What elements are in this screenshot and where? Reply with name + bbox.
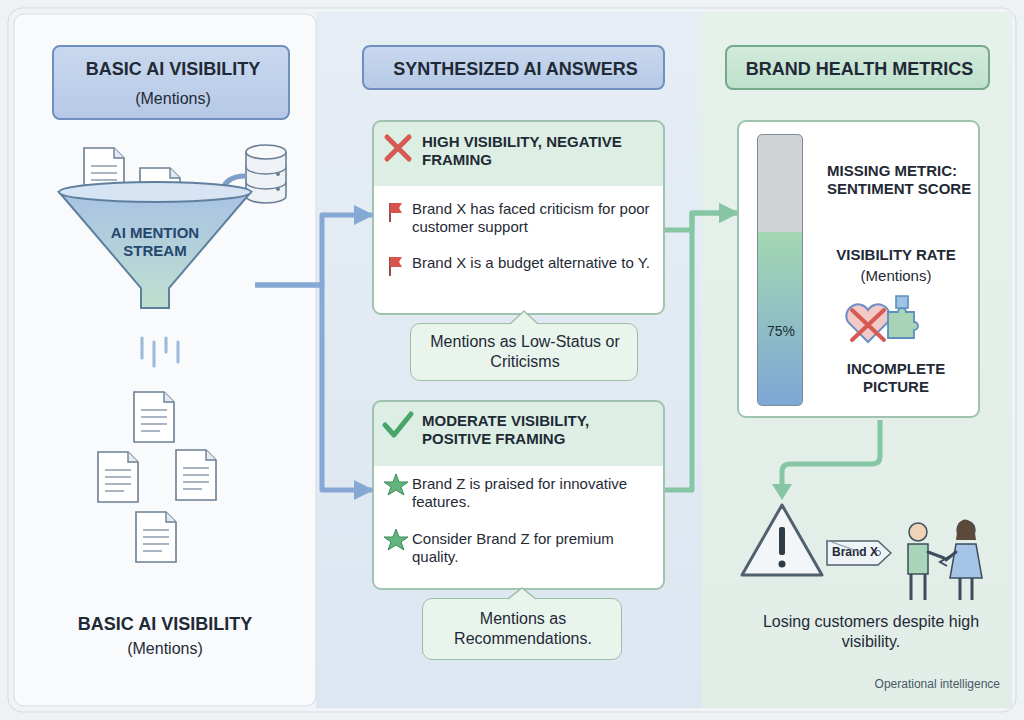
answer-card: MODERATE VISIBILITY, POSITIVE FRAMING Bra… — [372, 400, 665, 590]
outcome-caption: Losing customers despite high visibility… — [740, 612, 1002, 651]
document-icon — [134, 392, 174, 442]
panel-footer: (Mentions) — [30, 639, 300, 659]
star-icon — [384, 474, 408, 495]
answer-card: HIGH VISIBILITY, NEGATIVE FRAMING Brand X… — [372, 120, 665, 315]
check-icon — [385, 414, 411, 435]
flag-icon — [390, 257, 402, 276]
node-text: Consider Brand Z for premium quality. — [412, 530, 660, 567]
page-frame — [8, 8, 1016, 712]
metrics-card: MISSING METRIC: SENTIMENT SCORE VISIBILIT… — [737, 120, 980, 418]
person-icon — [908, 523, 944, 600]
price-tag: Brand X — [826, 540, 892, 566]
document-icon — [98, 452, 138, 502]
callout-tail — [510, 311, 538, 324]
node-text: Brand X — [830, 545, 880, 560]
node-text: INCOMPLETE PICTURE — [821, 360, 971, 397]
header-box: BASIC AI VISIBILITY (Mentions) — [52, 45, 290, 120]
flag-icon — [390, 203, 402, 222]
callout-tail — [508, 588, 536, 599]
middle-band — [316, 12, 702, 708]
header-box: SYNTHESIZED AI ANSWERS — [362, 45, 665, 90]
right-band — [702, 12, 1012, 708]
node-text: 75% — [758, 323, 804, 340]
document-icon — [136, 512, 176, 562]
person-icon — [940, 519, 982, 600]
node-text: Brand X is a budget alternative to Y. — [412, 254, 660, 272]
node-text: MODERATE VISIBILITY, POSITIVE FRAMING — [422, 412, 660, 449]
funnel-rim — [59, 182, 251, 202]
funnel-body — [59, 192, 251, 308]
flow-connector — [665, 213, 737, 490]
gauge-bar: 75% — [757, 134, 803, 406]
node-text: MISSING METRIC: SENTIMENT SCORE — [827, 162, 977, 199]
node-text: (Mentions) — [821, 267, 971, 285]
cross-icon — [387, 137, 409, 159]
broken-heart-icon — [846, 304, 889, 342]
node-text: SYNTHESIZED AI ANSWERS — [364, 59, 667, 81]
node-text: VISIBILITY RATE — [821, 246, 971, 264]
flow-connector — [665, 213, 737, 230]
callout-box: Mentions as Recommendations. — [422, 598, 622, 660]
warning-arrow — [772, 420, 880, 500]
header-box: BRAND HEALTH METRICS — [725, 45, 990, 90]
puzzle-icon — [888, 296, 918, 338]
warning-triangle — [742, 505, 822, 575]
tag-string — [826, 540, 860, 552]
callout-box: Mentions as Low-Status or Criticisms — [410, 323, 638, 381]
star-icon — [384, 529, 408, 550]
flow-connector — [255, 215, 372, 285]
funnel-node: AI MENTION STREAM — [55, 180, 255, 310]
node-text: HIGH VISIBILITY, NEGATIVE FRAMING — [422, 133, 660, 170]
flow-connector — [255, 285, 372, 490]
watermark: Operational intelligence — [800, 677, 1000, 692]
node-text: Mentions as Low-Status or Criticisms — [419, 332, 631, 371]
node-text: Brand X has faced criticism for poor cus… — [412, 200, 660, 237]
node-text: BRAND HEALTH METRICS — [727, 59, 992, 81]
node-text: BASIC AI VISIBILITY — [54, 59, 292, 81]
tag-body — [827, 541, 891, 565]
node-text: Brand Z is praised for innovative featur… — [412, 475, 660, 512]
drip-lines — [142, 338, 178, 366]
node-text: AI MENTION STREAM — [90, 224, 220, 261]
panel-footer: BASIC AI VISIBILITY — [30, 614, 300, 636]
left-panel — [14, 14, 316, 706]
document-icon — [176, 450, 216, 500]
node-text: (Mentions) — [54, 89, 292, 109]
node-text: Mentions as Recommendations. — [431, 609, 615, 648]
database-icon — [246, 145, 286, 203]
